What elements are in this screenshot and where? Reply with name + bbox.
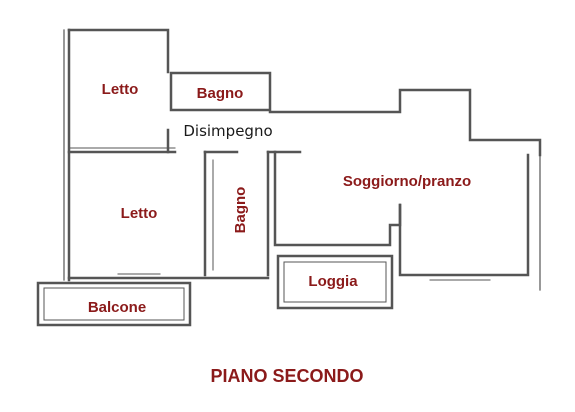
wall-top — [67, 28, 170, 74]
label-balcone: Balcone — [88, 299, 146, 316]
wall-loggia — [276, 254, 394, 310]
wall-balcone — [36, 281, 192, 327]
wall-soggiorno-bottom — [398, 153, 530, 277]
plan-title: PIANO SECONDO — [210, 366, 363, 386]
wall-corridor-top — [268, 88, 542, 157]
label-loggia: Loggia — [308, 273, 358, 290]
label-bagno-top: Bagno — [197, 85, 244, 102]
label-disimpegno: Disimpegno — [183, 122, 272, 140]
label-letto-top: Letto — [102, 81, 139, 98]
wall-soggiorno-left — [273, 150, 402, 247]
label-bagno-vertical: Bagno — [232, 187, 249, 234]
walls — [36, 28, 542, 327]
wall-bagno-top — [169, 71, 272, 112]
label-letto-bottom: Letto — [121, 205, 158, 222]
wall-loggia-inner — [283, 261, 387, 303]
wall-balcone-inner — [43, 287, 185, 321]
label-soggiorno: Soggiorno/pranzo — [343, 173, 471, 190]
